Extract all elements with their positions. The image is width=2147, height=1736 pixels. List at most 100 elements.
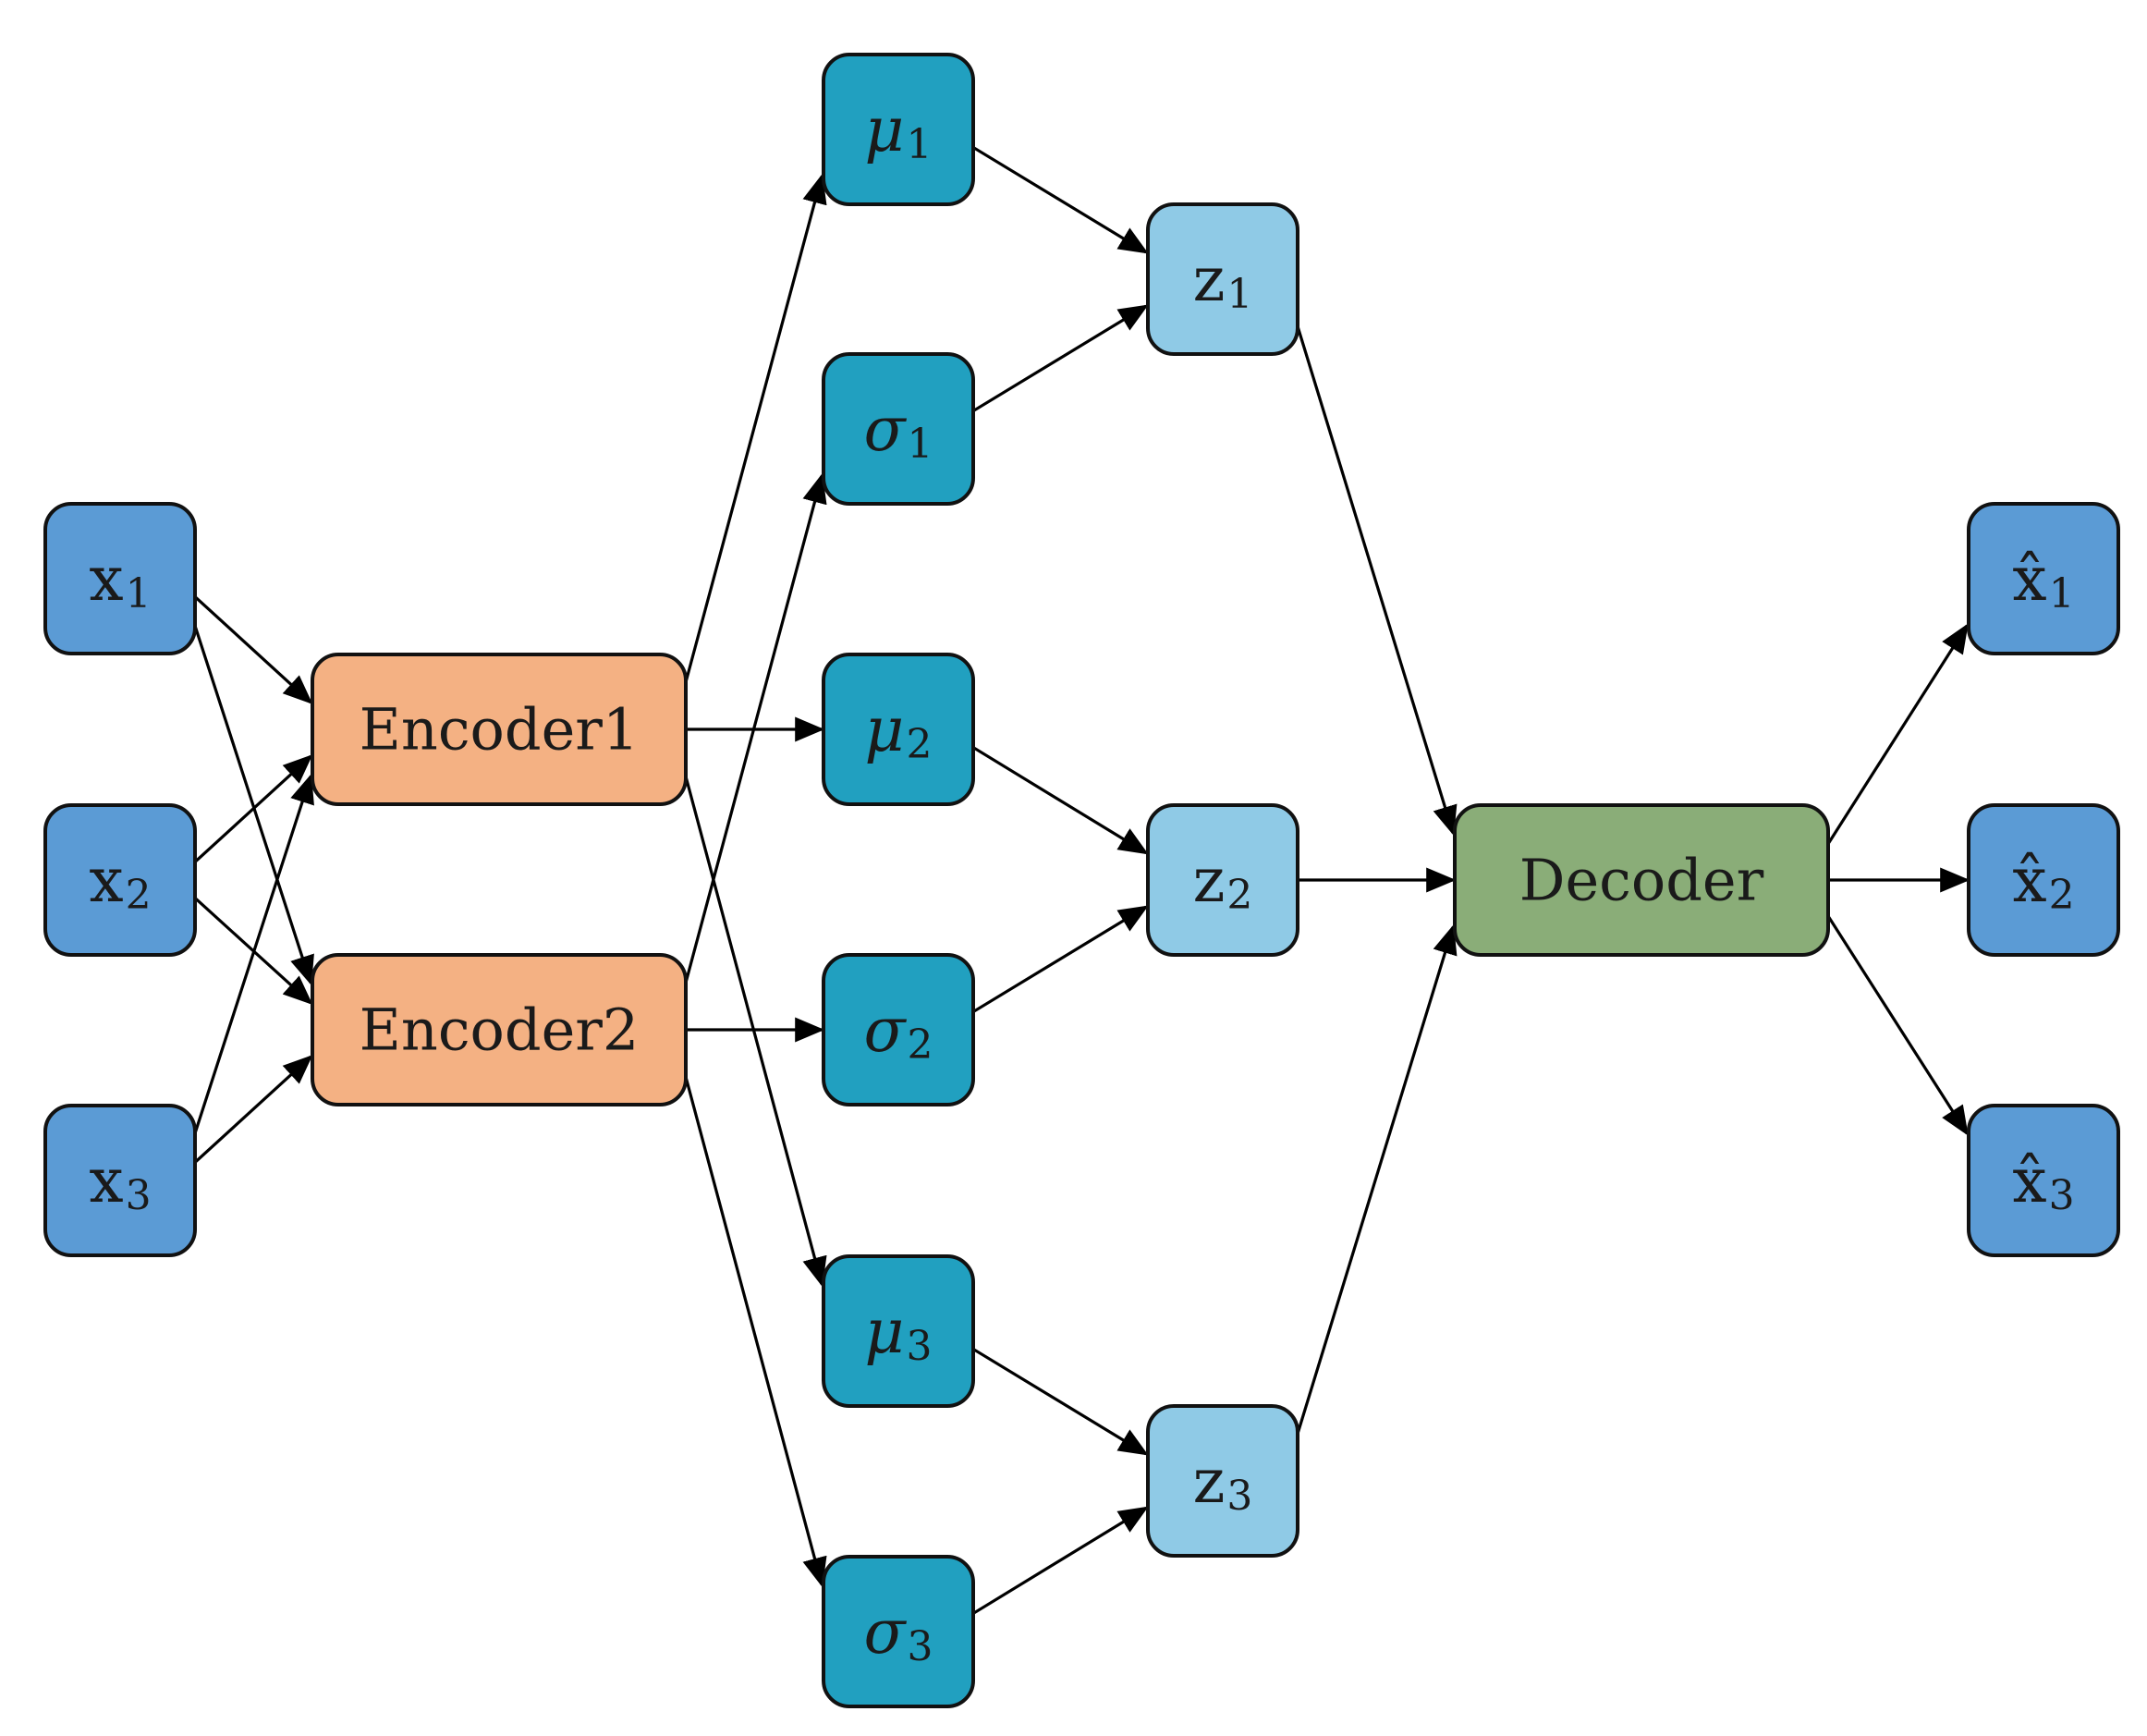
node-enc2-box	[311, 953, 688, 1106]
node-x1-box	[43, 502, 197, 655]
node-mu1-symbol: μ1	[865, 94, 933, 168]
node-x1: x1	[43, 502, 197, 655]
node-x2-subscript: 2	[126, 872, 152, 919]
node-mu1: μ1	[822, 53, 975, 206]
node-mu3-box	[822, 1254, 975, 1408]
node-z3-symbol: z3	[1193, 1446, 1253, 1520]
edges-layer	[193, 146, 1970, 1615]
edge-enc1-to-mu1	[684, 173, 827, 683]
node-x2-symbol: x2	[89, 845, 151, 919]
edge-z1-to-dec	[1296, 325, 1458, 837]
edge-x3-to-enc2	[193, 1055, 313, 1164]
node-dec-box	[1453, 803, 1830, 957]
node-x3-subscript: 3	[126, 1172, 152, 1219]
node-z1-subscript: 1	[1226, 271, 1252, 318]
edge-sigma2-to-z2	[972, 905, 1149, 1013]
node-mu1-base: μ	[865, 94, 905, 165]
node-mu2-symbol: μ2	[865, 694, 933, 768]
node-xh3: x̂3	[1967, 1104, 2120, 1257]
node-z2-symbol: z2	[1193, 845, 1253, 919]
edge-z3-to-dec	[1296, 923, 1458, 1435]
node-sigma1-base: σ	[863, 394, 907, 465]
node-mu3-base: μ	[865, 1296, 905, 1367]
node-xh2-subscript: 2	[2049, 872, 2075, 919]
node-xh1-base: x̂	[2012, 544, 2046, 615]
node-sigma3-box	[822, 1555, 975, 1708]
edge-enc2-to-sigma1	[684, 472, 827, 984]
node-xh2-base: x̂	[2012, 845, 2046, 916]
node-xh2: x̂2	[1967, 803, 2120, 957]
node-mu2-base: μ	[865, 694, 905, 765]
node-xh1-subscript: 1	[2049, 570, 2075, 617]
node-xh1: x̂1	[1967, 502, 2120, 655]
node-xh2-box	[1967, 803, 2120, 957]
node-z3-subscript: 3	[1226, 1473, 1252, 1520]
node-mu1-subscript: 1	[906, 121, 932, 168]
node-sigma3: σ3	[822, 1555, 975, 1708]
node-xh1-box	[1967, 502, 2120, 655]
node-sigma1-symbol: σ1	[863, 394, 933, 468]
node-mu3: μ3	[822, 1254, 975, 1408]
node-x2: x2	[43, 803, 197, 957]
node-mu2-box	[822, 653, 975, 806]
node-z3-base: z	[1193, 1446, 1226, 1517]
node-mu3-subscript: 3	[906, 1323, 932, 1370]
node-x3-base: x	[89, 1145, 123, 1216]
node-z2-box	[1146, 803, 1299, 957]
node-z1: z1	[1146, 202, 1299, 356]
node-mu2: μ2	[822, 653, 975, 806]
node-sigma2-box	[822, 953, 975, 1106]
edge-mu1-to-z1	[972, 146, 1149, 254]
node-z1-symbol: z1	[1193, 244, 1253, 318]
node-z2-base: z	[1193, 845, 1226, 916]
edge-dec-to-xh1	[1826, 623, 1969, 845]
edge-enc2-to-sigma3	[684, 1076, 827, 1588]
node-sigma3-symbol: σ3	[863, 1596, 933, 1670]
node-sigma2: σ2	[822, 953, 975, 1106]
edge-sigma3-to-z3	[972, 1506, 1149, 1615]
node-enc1: Encoder1	[311, 653, 688, 806]
edge-mu3-to-z3	[972, 1348, 1149, 1456]
node-x2-box	[43, 803, 197, 957]
node-dec-label: Decoder	[1519, 847, 1764, 914]
node-sigma1: σ1	[822, 352, 975, 506]
edge-x1-to-enc1	[193, 595, 313, 704]
node-x3: x3	[43, 1104, 197, 1257]
node-mu3-symbol: μ3	[865, 1296, 933, 1370]
node-z3: z3	[1146, 1404, 1299, 1558]
node-sigma2-symbol: σ2	[863, 995, 933, 1069]
node-sigma1-box	[822, 352, 975, 506]
edge-x1-to-enc2	[193, 625, 314, 986]
node-mu2-subscript: 2	[906, 721, 932, 768]
node-xh3-box	[1967, 1104, 2120, 1257]
node-xh3-base: x̂	[2012, 1145, 2046, 1216]
node-xh2-symbol: x̂2	[2012, 845, 2074, 919]
edge-dec-to-xh3	[1826, 915, 1969, 1136]
node-enc1-label: Encoder1	[360, 696, 640, 764]
nodes-layer: x1x2x3Encoder1Encoder2μ1σ1μ2σ2μ3σ3z1z2z3…	[43, 53, 2120, 1708]
node-xh3-symbol: x̂3	[2012, 1145, 2074, 1219]
node-x3-box	[43, 1104, 197, 1257]
node-x1-symbol: x1	[89, 544, 151, 617]
node-sigma2-base: σ	[863, 995, 907, 1066]
node-xh3-subscript: 3	[2049, 1172, 2075, 1219]
node-z3-box	[1146, 1404, 1299, 1558]
node-sigma2-subscript: 2	[908, 1021, 933, 1069]
edge-x3-to-enc1	[193, 773, 314, 1134]
node-sigma3-subscript: 3	[908, 1623, 933, 1670]
node-x2-base: x	[89, 845, 123, 916]
node-x1-base: x	[89, 544, 123, 615]
edge-x2-to-enc1	[193, 754, 313, 863]
node-enc1-box	[311, 653, 688, 806]
node-sigma1-subscript: 1	[908, 421, 933, 468]
node-z2: z2	[1146, 803, 1299, 957]
edge-sigma1-to-z1	[972, 304, 1149, 412]
node-z2-subscript: 2	[1226, 872, 1252, 919]
node-z1-base: z	[1193, 244, 1226, 315]
node-dec: Decoder	[1453, 803, 1830, 957]
node-sigma3-base: σ	[863, 1596, 907, 1668]
edge-mu2-to-z2	[972, 746, 1149, 855]
node-xh1-symbol: x̂1	[2012, 544, 2074, 617]
node-mu1-box	[822, 53, 975, 206]
